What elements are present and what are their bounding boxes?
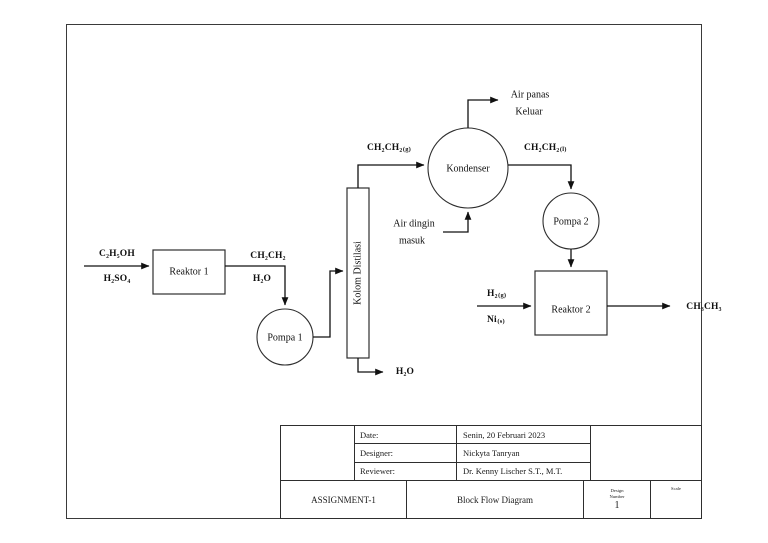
nickel-phase: (s): [497, 318, 505, 326]
column-bottom-water-label: H₂O: [395, 367, 415, 377]
title-block-info-rows: Date: Senin, 20 Februari 2023 Designer: …: [355, 426, 590, 480]
title-block-upper-left-cell: [281, 426, 355, 480]
scale-cell: Scale: [651, 481, 701, 518]
scale-label: Scale: [671, 486, 681, 491]
designer-value: Nickyta Tanryan: [463, 447, 520, 458]
hydrogen-phase: (g): [498, 292, 507, 300]
designer-key: Designer:: [355, 444, 457, 462]
design-number-label-line2: Number: [609, 493, 625, 499]
title-block-row-date: Date: Senin, 20 Februari 2023: [355, 426, 590, 445]
water-stream-label: H₂O: [252, 274, 272, 284]
hot-water-outlet-line: [467, 96, 499, 128]
reactor-2-label: Reaktor 2: [551, 304, 591, 316]
product-ethane-label: CH₃CH₃: [686, 302, 722, 312]
pump-1-label: Pompa 1: [267, 332, 303, 344]
title-block-upper: Date: Senin, 20 Februari 2023 Designer: …: [281, 426, 701, 481]
column-top-vapor-label: CH₂CH₂(g): [367, 143, 411, 153]
reactor-2-block: [534, 270, 608, 336]
column-top-to-condenser-line: [357, 161, 425, 188]
reviewer-value: Dr. Kenny Lischer S.T., M.T.: [463, 466, 563, 477]
cooling-water-inlet-line: [443, 211, 472, 233]
design-number-label: Design Number: [609, 488, 624, 499]
reviewer-key: Reviewer:: [355, 462, 457, 480]
diagram-title-cell: Block Flow Diagram: [407, 481, 584, 518]
design-number-cell: Design Number 1: [584, 481, 651, 518]
title-block-row-designer: Designer: Nickyta Tanryan: [355, 444, 590, 463]
column-top-vapor-phase: (g): [402, 146, 412, 154]
column-top-vapor-formula: CH₂CH₂: [367, 143, 403, 153]
condenser-label: Kondenser: [446, 163, 490, 175]
condenser-liquid-phase: (l): [559, 146, 567, 154]
hot-water-outlet-label-line2: Keluar: [515, 106, 543, 118]
condenser-to-pump2-line: [508, 164, 575, 190]
condenser-liquid-formula: CH₂CH₂: [524, 143, 560, 153]
pump-2-label: Pompa 2: [553, 216, 589, 228]
hot-water-outlet-label-line1: Air panas: [510, 89, 550, 101]
feed-sulfuric-acid-label: H₂SO₄: [103, 274, 131, 284]
design-number-label-line1: Design: [610, 487, 624, 493]
hydrogen-formula: H₂: [487, 289, 498, 299]
reactor1-to-pump1-line: [225, 265, 289, 306]
pump1-to-column-line: [313, 267, 344, 338]
cooling-water-inlet-label-line2: masuk: [398, 235, 426, 247]
condenser-liquid-out-label: CH₂CH₂(l): [524, 143, 567, 153]
title-block-lower: ASSIGNMENT-1 Block Flow Diagram Design N…: [281, 481, 701, 518]
ethylene-stream-label: CH₂CH₂: [250, 251, 286, 261]
feed-ethanol-label: C₂H₅OH: [99, 249, 135, 259]
title-block: Date: Senin, 20 Februari 2023 Designer: …: [280, 425, 702, 519]
assignment-cell: ASSIGNMENT-1: [281, 481, 407, 518]
cooling-water-inlet-label-line1: Air dingin: [393, 218, 435, 230]
column-bottom-water-line: [357, 358, 384, 376]
date-value: Senin, 20 Februari 2023: [463, 429, 546, 440]
title-block-row-reviewer: Reviewer: Dr. Kenny Lischer S.T., M.T.: [355, 462, 590, 480]
reactor-1-block: [152, 249, 226, 295]
hydrogen-feed-label: H₂(g): [487, 289, 506, 299]
design-number-value: 1: [614, 500, 620, 512]
reactor-1-label: Reaktor 1: [169, 266, 209, 278]
distillation-column-label: Kolom Distilasi: [352, 241, 364, 305]
date-key: Date:: [355, 426, 457, 444]
title-block-upper-right-cell: [590, 426, 701, 480]
nickel-formula: Ni: [487, 315, 497, 325]
nickel-catalyst-label: Ni(s): [487, 315, 505, 325]
